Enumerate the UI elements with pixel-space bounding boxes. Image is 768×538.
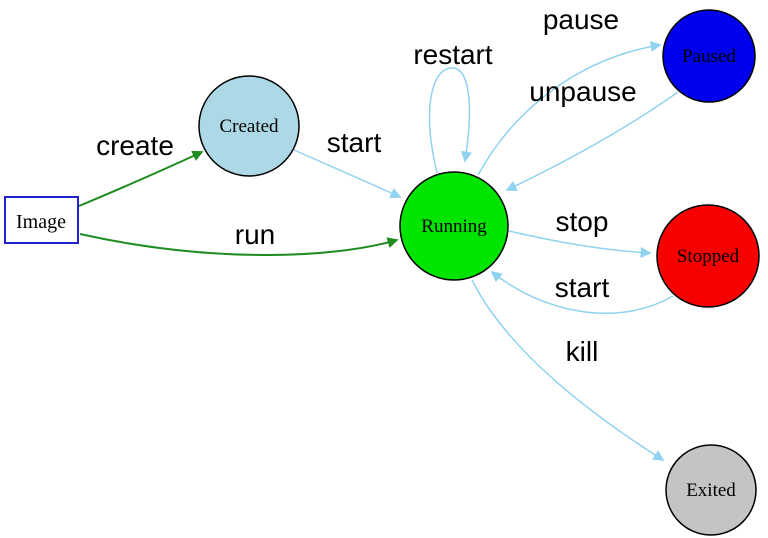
edge-create-arrow — [78, 150, 204, 207]
node-created-circle — [198, 75, 300, 177]
edge-kill-label: kill — [566, 336, 599, 367]
node-paused-circle — [662, 9, 756, 103]
node-stopped: Stopped — [656, 204, 760, 308]
edge-pause-label: pause — [543, 4, 619, 35]
edge-unpause-label: unpause — [529, 76, 636, 107]
edges — [78, 41, 679, 461]
node-created-label: Created — [219, 116, 279, 137]
edge-kill-arrow — [471, 279, 665, 461]
edge-stop-arrow — [508, 230, 652, 258]
edge-run-label: run — [235, 219, 275, 250]
edge-start-label: start — [327, 127, 382, 158]
node-running: Running — [399, 171, 509, 281]
edge-pause-arrow — [477, 41, 662, 176]
node-paused: Paused — [662, 9, 756, 103]
edge-restart-arrow — [428, 67, 472, 174]
node-exited-label: Exited — [686, 480, 736, 501]
edge-unpause-arrow — [505, 91, 679, 191]
node-exited-circle — [665, 444, 757, 536]
node-running-label: Running — [421, 216, 487, 237]
edge-labels: create run start restart pause unpause s… — [96, 4, 637, 367]
edge-start-again-label: start — [555, 272, 610, 303]
node-exited: Exited — [665, 444, 757, 536]
edge-create-label: create — [96, 130, 174, 161]
node-running-circle — [399, 171, 509, 281]
edge-restart-label: restart — [413, 39, 493, 70]
edge-start-again-arrow — [490, 270, 674, 314]
node-paused-label: Paused — [682, 46, 736, 67]
edge-stop-label: stop — [556, 206, 609, 237]
node-stopped-circle — [656, 204, 760, 308]
edge-run-arrow — [79, 233, 399, 256]
node-image: Image — [4, 196, 79, 244]
edge-start-arrow — [293, 149, 402, 199]
node-stopped-label: Stopped — [677, 246, 740, 267]
node-image-rect — [4, 196, 79, 244]
node-image-label: Image — [16, 211, 66, 233]
node-created: Created — [198, 75, 300, 177]
